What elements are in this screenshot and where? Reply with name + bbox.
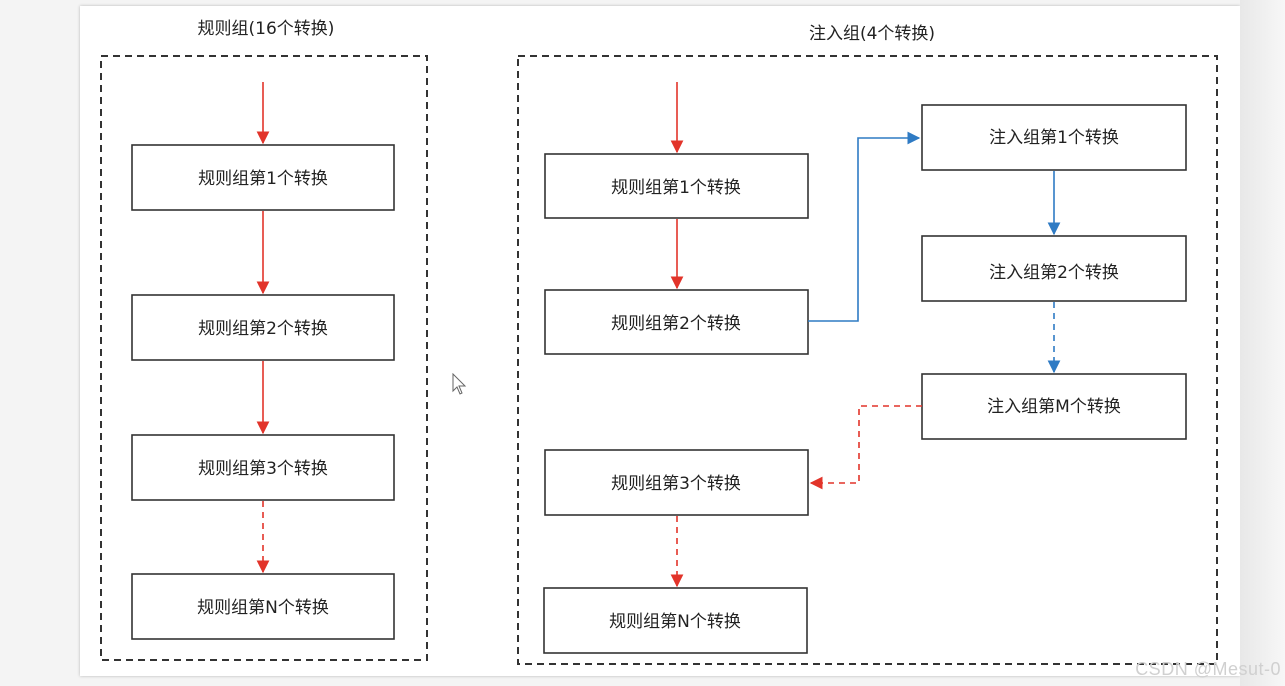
left-group-title: 规则组(16个转换) <box>198 19 335 39</box>
watermark: CSDN @Mesut-0 <box>1135 659 1281 679</box>
right-regular-node-1 <box>544 153 809 219</box>
left-group-frame <box>100 55 428 661</box>
right-group-frame <box>517 55 1218 665</box>
left-node-3 <box>131 434 395 501</box>
left-node-n <box>131 573 395 640</box>
mouse-pointer-icon <box>452 373 467 395</box>
right-group-title: 注入组(4个转换) <box>809 24 935 44</box>
window-edge <box>1240 0 1285 686</box>
arrow-injectedm-to-regular3 <box>809 405 922 490</box>
injected-node-2-label: 注入组第2个转换 <box>989 263 1119 283</box>
right-regular-node-3-label: 规则组第3个转换 <box>611 474 741 494</box>
right-regular-node-2 <box>544 289 809 355</box>
right-regular-node-2-label: 规则组第2个转换 <box>611 314 741 334</box>
injected-node-1 <box>921 104 1187 171</box>
injected-node-1-label: 注入组第1个转换 <box>989 128 1119 148</box>
left-node-3-label: 规则组第3个转换 <box>198 459 328 479</box>
right-regular-node-n-label: 规则组第N个转换 <box>609 612 741 632</box>
injected-node-m <box>921 373 1187 440</box>
injected-node-2 <box>921 235 1187 302</box>
right-regular-node-3 <box>544 449 809 516</box>
right-regular-node-1-label: 规则组第1个转换 <box>611 178 741 198</box>
right-regular-node-n <box>543 587 808 654</box>
left-node-1-label: 规则组第1个转换 <box>198 169 328 189</box>
left-node-1 <box>131 144 395 211</box>
left-node-2-label: 规则组第2个转换 <box>198 319 328 339</box>
left-node-n-label: 规则组第N个转换 <box>197 598 329 618</box>
left-node-2 <box>131 294 395 361</box>
injected-node-m-label: 注入组第M个转换 <box>987 397 1121 417</box>
arrow-regular2-to-injected1 <box>808 131 921 322</box>
